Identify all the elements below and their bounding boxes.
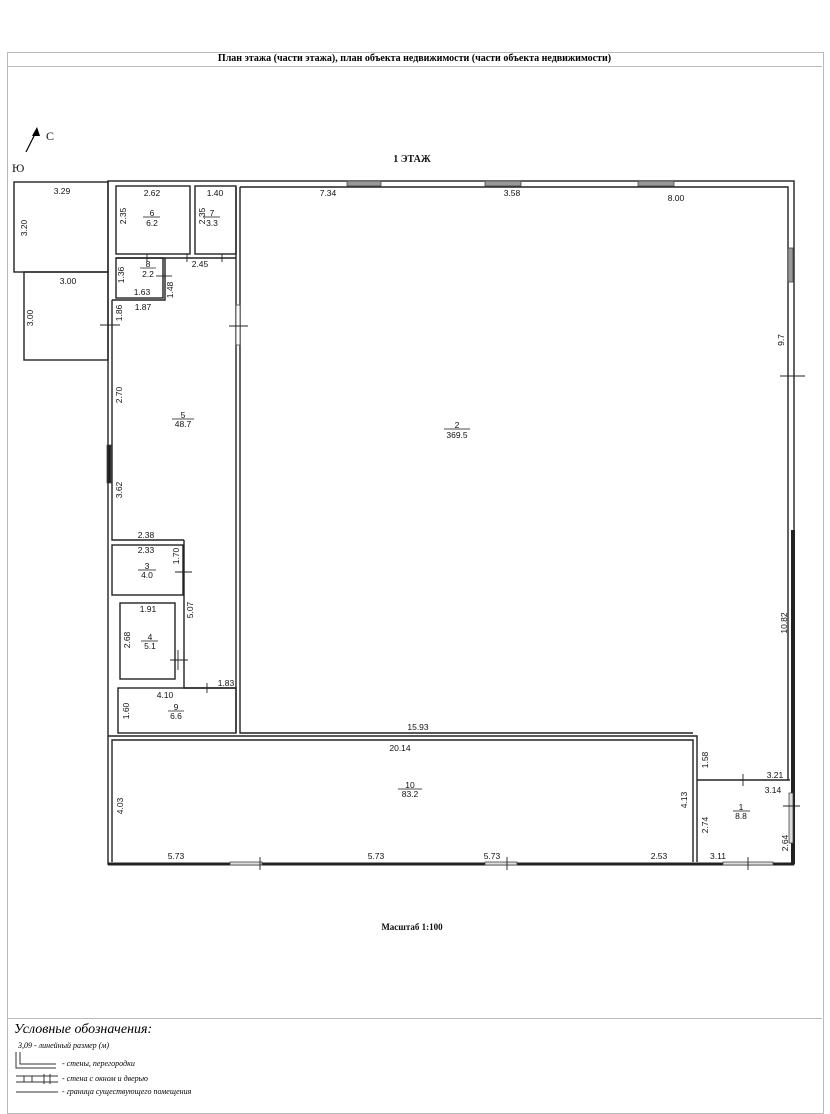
compass-south: Ю: [12, 161, 24, 175]
svg-text:2.62: 2.62: [144, 188, 161, 198]
svg-text:1.63: 1.63: [134, 287, 151, 297]
svg-text:2.2: 2.2: [142, 269, 154, 279]
walls: [13, 180, 795, 866]
svg-text:3.21: 3.21: [767, 770, 784, 780]
svg-text:4.10: 4.10: [157, 690, 174, 700]
svg-text:4.0: 4.0: [141, 570, 153, 580]
room-6: 66.2: [146, 208, 158, 228]
room-1: 18.8: [735, 802, 747, 821]
room-8: 82.2: [142, 259, 154, 279]
room-7: 73.3: [206, 208, 218, 228]
room-5: 548.7: [175, 410, 192, 429]
svg-text:3.11: 3.11: [710, 851, 726, 861]
svg-text:9.7: 9.7: [776, 334, 786, 346]
svg-text:2.35: 2.35: [197, 207, 207, 224]
svg-text:1.58: 1.58: [700, 751, 710, 768]
svg-text:5.1: 5.1: [144, 641, 156, 651]
document-title: План этажа (части этажа), план объекта н…: [7, 52, 822, 67]
svg-text:3.20: 3.20: [19, 219, 29, 236]
svg-text:3.00: 3.00: [60, 276, 77, 286]
svg-text:2.53: 2.53: [651, 851, 668, 861]
compass-arrow-icon: [25, 127, 40, 153]
svg-text:6.2: 6.2: [146, 218, 158, 228]
svg-text:7: 7: [210, 208, 215, 218]
windows-doors: [106, 180, 794, 866]
svg-text:8.8: 8.8: [735, 811, 747, 821]
svg-text:2.68: 2.68: [122, 631, 132, 648]
svg-text:4.13: 4.13: [679, 791, 689, 808]
svg-text:8: 8: [146, 259, 151, 269]
svg-text:4.03: 4.03: [115, 797, 125, 814]
svg-text:3.3: 3.3: [206, 218, 218, 228]
svg-text:2.70: 2.70: [114, 386, 124, 403]
svg-text:2.35: 2.35: [118, 207, 128, 224]
svg-text:1.70: 1.70: [171, 547, 181, 564]
svg-text:2.38: 2.38: [138, 530, 155, 540]
svg-text:1.48: 1.48: [165, 281, 175, 298]
svg-text:6.6: 6.6: [170, 711, 182, 721]
floor-label: 1 ЭТАЖ: [393, 154, 431, 165]
legend-item-walls: - стены, перегородки: [62, 1059, 135, 1068]
room-3: 34.0: [141, 561, 153, 580]
svg-text:5: 5: [181, 410, 186, 420]
svg-text:48.7: 48.7: [175, 419, 192, 429]
svg-text:3.14: 3.14: [765, 785, 782, 795]
svg-text:3.58: 3.58: [504, 188, 521, 198]
legend-divider: [7, 1018, 822, 1019]
svg-text:1.40: 1.40: [207, 188, 224, 198]
svg-text:10: 10: [405, 780, 415, 790]
compass-north: С: [46, 129, 54, 143]
svg-text:2: 2: [455, 420, 460, 430]
svg-text:15.93: 15.93: [407, 722, 429, 732]
legend-item-dimension: 3,09 - линейный размер (м): [18, 1041, 110, 1050]
svg-text:5.73: 5.73: [368, 851, 385, 861]
svg-text:1.86: 1.86: [114, 304, 124, 321]
svg-text:1.60: 1.60: [121, 702, 131, 719]
svg-text:5.73: 5.73: [484, 851, 501, 861]
svg-text:3: 3: [145, 561, 150, 571]
svg-text:369.5: 369.5: [446, 430, 468, 440]
door-marks: [100, 254, 805, 870]
scale-label: Масштаб 1:100: [381, 922, 443, 932]
svg-text:1.36: 1.36: [116, 266, 126, 283]
svg-text:1.87: 1.87: [135, 302, 152, 312]
svg-text:6: 6: [150, 208, 155, 218]
svg-text:2.64: 2.64: [780, 834, 790, 851]
svg-text:5.07: 5.07: [185, 601, 195, 618]
svg-text:83.2: 83.2: [402, 789, 419, 799]
legend-item-boundary: - граница существующего помещения: [62, 1087, 192, 1096]
svg-text:4: 4: [148, 632, 153, 642]
svg-text:2.33: 2.33: [138, 545, 155, 555]
legend-title: Условные обозначения:: [14, 1022, 153, 1037]
svg-text:8.00: 8.00: [668, 193, 685, 203]
svg-text:10.82: 10.82: [779, 612, 789, 634]
dimension-labels: 3.29 3.20 3.00 3.00 2.62 2.35 1.40 2.35 …: [19, 186, 790, 861]
svg-text:20.14: 20.14: [389, 743, 411, 753]
svg-text:1: 1: [739, 802, 744, 812]
legend-item-window-door: - стена с окном и дверью: [62, 1074, 148, 1083]
svg-text:3.29: 3.29: [54, 186, 71, 196]
svg-text:3.62: 3.62: [114, 481, 124, 498]
svg-text:2.74: 2.74: [700, 816, 710, 833]
room-9: 96.6: [170, 702, 182, 721]
svg-text:1.83: 1.83: [218, 678, 235, 688]
svg-text:9: 9: [174, 702, 179, 712]
room-4: 45.1: [144, 632, 156, 651]
legend-symbols: [15, 1052, 58, 1093]
svg-text:3.00: 3.00: [25, 309, 35, 326]
svg-text:5.73: 5.73: [168, 851, 185, 861]
svg-text:7.34: 7.34: [320, 188, 337, 198]
svg-text:1.91: 1.91: [140, 604, 157, 614]
svg-text:2.45: 2.45: [192, 259, 209, 269]
room-labels: [138, 216, 750, 812]
